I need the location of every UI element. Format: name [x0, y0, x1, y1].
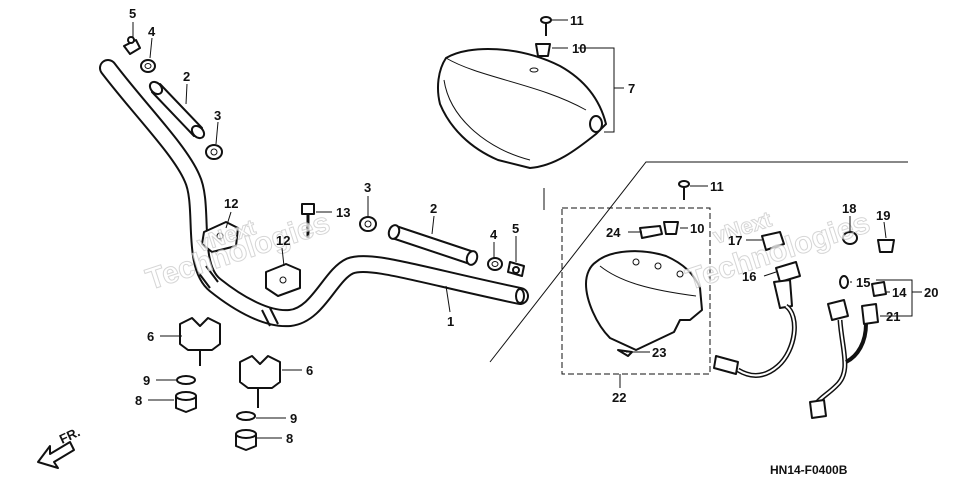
lower-holder-b — [239, 355, 281, 408]
callout-10b: 10 — [690, 221, 704, 236]
callout-labels: 5 4 2 3 11 10 7 12 12 13 3 2 4 5 1 6 9 8… — [129, 6, 938, 446]
callout-23: 23 — [652, 345, 666, 360]
callout-20: 20 — [924, 285, 938, 300]
screw-11a — [540, 16, 552, 36]
section-boundary — [489, 161, 908, 363]
callout-8a: 8 — [135, 393, 142, 408]
end-weight-right — [359, 216, 377, 232]
callout-1: 1 — [447, 314, 454, 329]
callout-6a: 6 — [147, 329, 154, 344]
upper-holder-b — [265, 263, 301, 297]
clip-24 — [639, 225, 663, 239]
diagram-part-code: HN14-F0400B — [770, 463, 848, 477]
nut-8a — [175, 391, 197, 413]
callout-17: 17 — [728, 233, 742, 248]
callout-9a: 9 — [143, 373, 150, 388]
callout-5a: 5 — [129, 6, 136, 21]
lower-cover-group-box — [561, 207, 711, 375]
callout-9b: 9 — [290, 411, 297, 426]
clip-23 — [617, 349, 633, 357]
callout-10a: 10 — [572, 41, 586, 56]
callout-2a: 2 — [183, 69, 190, 84]
callout-13: 13 — [336, 205, 350, 220]
clamp-left — [123, 36, 141, 55]
socket-harness-21 — [809, 299, 879, 419]
handle-grip-left — [148, 80, 206, 140]
callout-16: 16 — [742, 269, 756, 284]
callout-11b: 11 — [710, 179, 724, 194]
callout-18: 18 — [842, 201, 856, 216]
callout-6b: 6 — [306, 363, 313, 378]
front-arrow-icon — [37, 441, 75, 469]
screw-11b — [678, 180, 690, 200]
cap-19 — [877, 239, 895, 253]
callout-22: 22 — [612, 390, 626, 405]
washer-9b — [236, 411, 256, 421]
end-weight-left — [205, 144, 223, 160]
bolt-13 — [301, 203, 315, 238]
callout-4a: 4 — [148, 24, 156, 39]
upper-holder-a — [201, 221, 239, 253]
front-label: FR. — [57, 424, 82, 446]
callout-19: 19 — [876, 208, 890, 223]
callout-3a: 3 — [214, 108, 221, 123]
callout-7: 7 — [628, 81, 635, 96]
grommet-10a — [535, 43, 551, 57]
washer-9a — [176, 375, 196, 385]
collar-left — [140, 59, 156, 73]
callout-4b: 4 — [490, 227, 498, 242]
nut-8b — [235, 429, 257, 451]
switch-assembly-16 — [713, 231, 801, 378]
callout-21: 21 — [886, 309, 900, 324]
callout-15: 15 — [856, 275, 870, 290]
bulb-15 — [839, 275, 849, 289]
handlebar-lower-cover — [585, 250, 703, 351]
callout-8b: 8 — [286, 431, 293, 446]
watermark-group: vNext Technologies vNext Technologies — [141, 206, 874, 297]
leader-lines — [132, 19, 922, 439]
callout-3b: 3 — [364, 180, 371, 195]
handlebar-upper-cover — [437, 47, 607, 169]
collar-right — [487, 257, 503, 271]
callout-11a: 11 — [570, 13, 584, 28]
handle-grip-right — [387, 224, 479, 266]
front-direction-indicator: FR. — [37, 424, 82, 469]
callout-24: 24 — [606, 225, 621, 240]
callout-5b: 5 — [512, 221, 519, 236]
callout-12a: 12 — [224, 196, 238, 211]
callout-14: 14 — [892, 285, 907, 300]
clamp-right — [507, 261, 525, 277]
socket-14 — [871, 281, 887, 297]
callout-12b: 12 — [276, 233, 290, 248]
grommet-10b — [663, 221, 679, 235]
lower-holder-a — [179, 317, 221, 366]
callout-2b: 2 — [430, 201, 437, 216]
handlebar-pipe — [99, 59, 529, 328]
